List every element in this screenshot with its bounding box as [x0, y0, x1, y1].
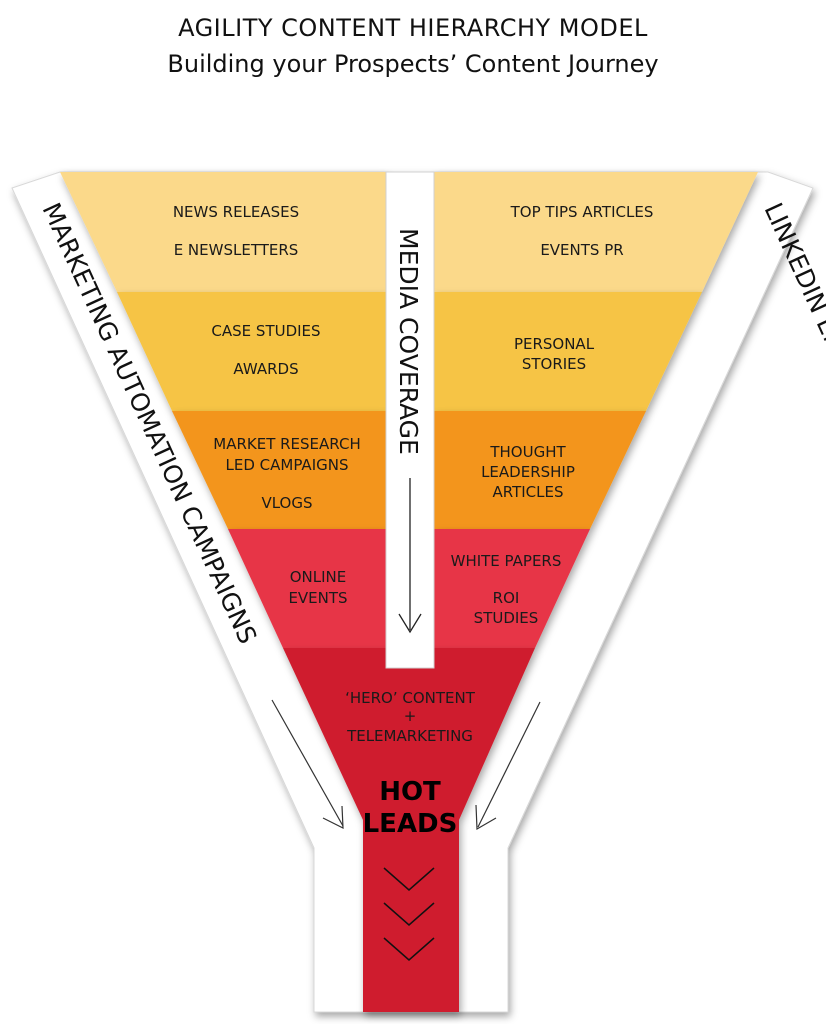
tier-4-right-line-3: STUDIES	[474, 609, 539, 627]
chevron-down-icon	[383, 867, 435, 961]
tier-4-left	[228, 529, 386, 648]
tier-5-line-2: +	[404, 707, 417, 725]
tier-4-right-line-2: ROI	[493, 589, 520, 607]
tier-3-right-line-2: LEADERSHIP	[481, 463, 575, 481]
tier-1-left-line-2: E NEWSLETTERS	[174, 241, 299, 259]
arrow-down-icon	[398, 478, 422, 634]
tier-1-left-line-1: NEWS RELEASES	[173, 203, 299, 221]
tier-3-left-line-1: MARKET RESEARCH	[213, 435, 360, 453]
tier-1-left	[60, 172, 386, 292]
tier-2-left-line-1: CASE STUDIES	[211, 322, 320, 340]
tier-3-left	[172, 411, 386, 529]
tier-2: CASE STUDIES AWARDS PERSONAL STORIES	[117, 292, 702, 411]
tier-3-right-line-1: THOUGHT	[489, 443, 566, 461]
tier-3-left-line-3: VLOGS	[261, 494, 312, 512]
tier-2-right-line-2: STORIES	[522, 355, 586, 373]
tier-2-left	[117, 292, 386, 411]
tier-2-right-line-1: PERSONAL	[514, 335, 595, 353]
tier-5-line-3: TELEMARKETING	[346, 727, 473, 745]
tier-4-right-line-1: WHITE PAPERS	[451, 552, 562, 570]
tier-1: NEWS RELEASES E NEWSLETTERS TOP TIPS ART…	[60, 172, 758, 292]
tier-4: ONLINE EVENTS WHITE PAPERS ROI STUDIES	[228, 529, 590, 648]
tier-4-right	[434, 529, 590, 648]
tier-3-right	[434, 411, 646, 529]
tier-3-left-line-2: LED CAMPAIGNS	[226, 456, 349, 474]
tier-4-left-line-1: ONLINE	[290, 568, 347, 586]
tier-1-right-line-2: EVENTS PR	[540, 241, 623, 259]
arrow-down-icon	[475, 701, 541, 831]
tier-2-right	[434, 292, 702, 411]
hot-leads-line-1: HOT	[379, 777, 441, 807]
arrow-down-icon	[271, 699, 344, 829]
tier-3: MARKET RESEARCH LED CAMPAIGNS VLOGS THOU…	[172, 411, 646, 529]
tier-3-right-line-3: ARTICLES	[492, 483, 563, 501]
tier-5: ‘HERO’ CONTENT + TELEMARKETING HOT LEADS	[283, 648, 535, 1012]
tier-4-left-line-2: EVENTS	[288, 589, 347, 607]
tier-1-right-line-1: TOP TIPS ARTICLES	[510, 203, 654, 221]
tier-5-bottom	[283, 648, 535, 1012]
diagram-title: AGILITY CONTENT HIERARCHY MODEL	[178, 14, 648, 42]
media-coverage-label: MEDIA COVERAGE	[394, 228, 423, 455]
tier-5-line-1: ‘HERO’ CONTENT	[345, 689, 476, 707]
tier-1-right	[434, 172, 758, 292]
hot-leads-line-2: LEADS	[363, 809, 458, 839]
diagram-subtitle: Building your Prospects’ Content Journey	[167, 50, 659, 78]
tier-2-left-line-2: AWARDS	[233, 360, 298, 378]
